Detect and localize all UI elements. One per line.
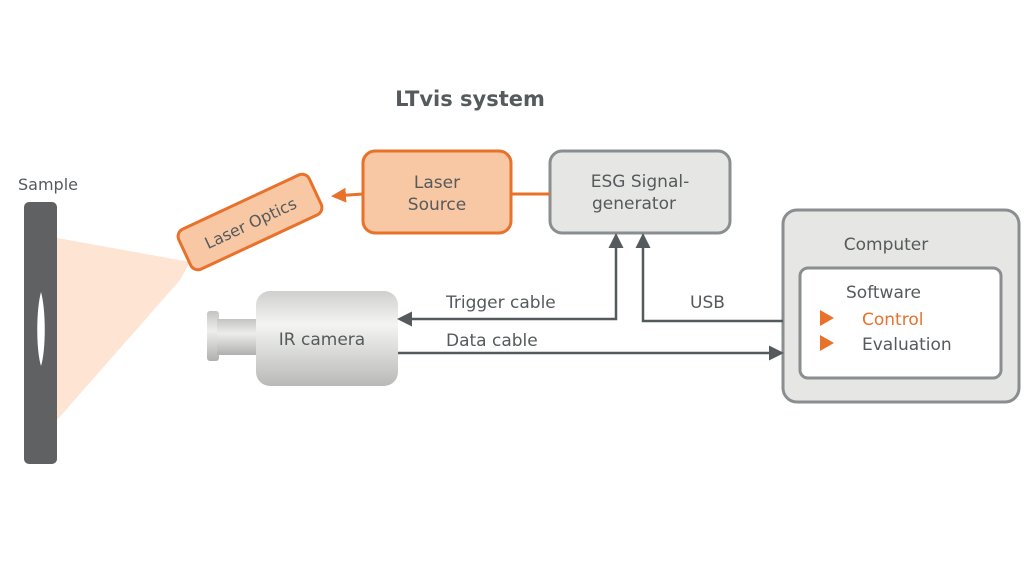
camera-lens-rim bbox=[207, 311, 219, 361]
diagram-title: LTvis system bbox=[395, 87, 545, 111]
software-item-evaluation: Evaluation bbox=[862, 335, 952, 355]
trigger-cable-line bbox=[397, 233, 624, 327]
control-bullet-icon bbox=[820, 310, 834, 326]
ir-camera: IR camera bbox=[207, 291, 398, 386]
computer-label: Computer bbox=[844, 235, 929, 255]
laser-beam bbox=[57, 238, 190, 420]
software-panel bbox=[798, 266, 1003, 380]
laser-optics-box: Laser Optics bbox=[176, 172, 324, 272]
software-item-control: Control bbox=[862, 310, 923, 330]
camera-body bbox=[256, 291, 398, 386]
signal-generator-line1: ESG Signal- bbox=[591, 172, 689, 192]
ir-camera-label: IR camera bbox=[279, 330, 365, 350]
sample-spot bbox=[37, 292, 45, 366]
laser-source-box: Laser Source bbox=[361, 149, 513, 235]
software-label: Software bbox=[846, 283, 921, 303]
laser-source-line2: Source bbox=[408, 195, 466, 215]
camera-lens bbox=[217, 319, 261, 355]
signal-generator-box: ESG Signal- generator bbox=[548, 149, 732, 235]
data-cable-label: Data cable bbox=[446, 331, 538, 351]
usb-label: USB bbox=[690, 293, 725, 313]
trigger-cable-label: Trigger cable bbox=[445, 293, 556, 313]
usb-line bbox=[635, 233, 783, 323]
computer-box: Computer Software Control Evaluation bbox=[781, 208, 1021, 404]
signal-generator-line2: generator bbox=[592, 194, 676, 214]
sample-label: Sample bbox=[18, 175, 78, 194]
evaluation-bullet-icon bbox=[820, 335, 834, 351]
laser-to-optics-arrow bbox=[331, 187, 364, 203]
laser-source-line1: Laser bbox=[414, 173, 460, 193]
